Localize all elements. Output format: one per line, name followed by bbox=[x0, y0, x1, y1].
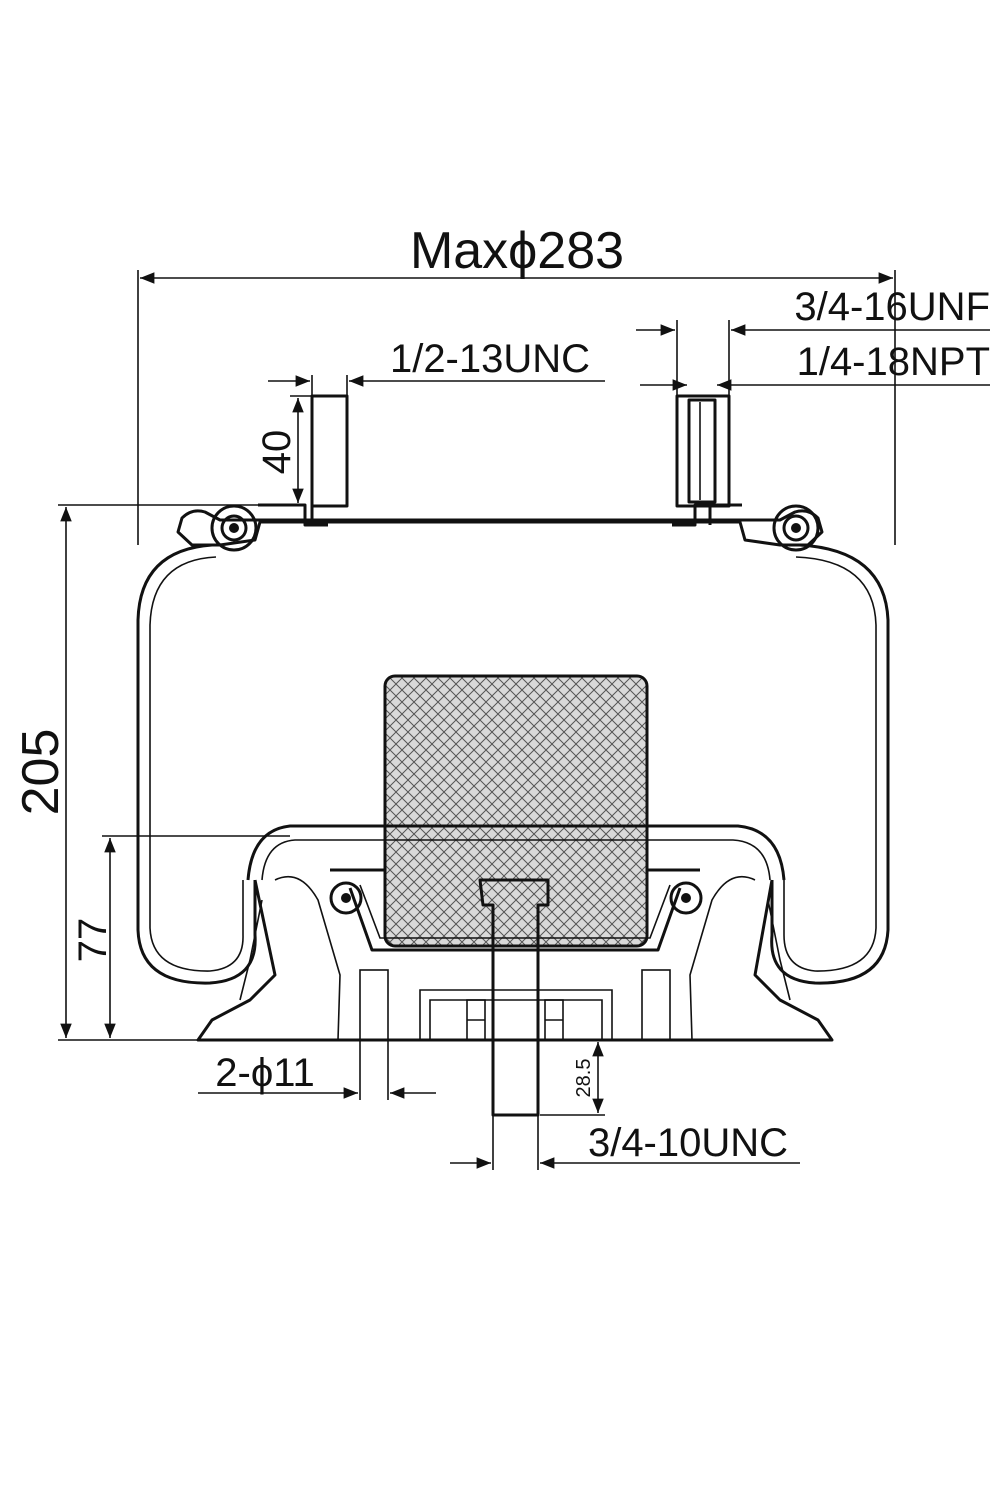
rubber-bumper bbox=[383, 674, 649, 948]
dimension-piston-height: 77 bbox=[71, 835, 290, 1038]
total-height-label: 205 bbox=[12, 729, 70, 816]
piston-height-label: 77 bbox=[71, 918, 115, 963]
dimension-air-port: 1/4-18NPT bbox=[640, 340, 990, 391]
dimension-bottom-stud-length: 28.5 bbox=[540, 1039, 605, 1116]
bottom-thread-label: 3/4-10UNC bbox=[588, 1121, 788, 1165]
rubber-bellows bbox=[136, 543, 890, 985]
dimension-mount-holes: 2-ϕ11 bbox=[198, 1040, 436, 1100]
top-thread-right-label: 3/4-16UNF bbox=[794, 285, 990, 329]
top-bead-plate bbox=[176, 503, 824, 547]
dimension-top-thread-right: 3/4-16UNF bbox=[636, 285, 990, 396]
dimension-total-height: 205 bbox=[12, 504, 258, 1041]
piston bbox=[196, 824, 834, 1042]
mount-holes-label: 2-ϕ11 bbox=[215, 1051, 315, 1095]
right-top-stud bbox=[675, 394, 731, 525]
right-crimp-roll bbox=[772, 504, 820, 552]
dimension-bottom-thread: 3/4-10UNC bbox=[450, 1115, 800, 1170]
air-port-label: 1/4-18NPT bbox=[797, 340, 990, 384]
dimension-max-diameter: Maxϕ283 bbox=[137, 222, 896, 545]
left-crimp-roll bbox=[210, 504, 258, 552]
right-piston-roll bbox=[669, 881, 703, 915]
dimension-top-thread-left: 1/2-13UNC bbox=[268, 337, 605, 396]
top-thread-left-label: 1/2-13UNC bbox=[390, 337, 590, 381]
left-piston-roll bbox=[329, 881, 363, 915]
left-top-stud bbox=[310, 394, 349, 525]
bottom-stud-length-label: 28.5 bbox=[573, 1059, 595, 1098]
max-diameter-label: Maxϕ283 bbox=[410, 222, 624, 280]
stud-height-label: 40 bbox=[255, 430, 299, 475]
dimension-stud-height: 40 bbox=[255, 395, 312, 506]
